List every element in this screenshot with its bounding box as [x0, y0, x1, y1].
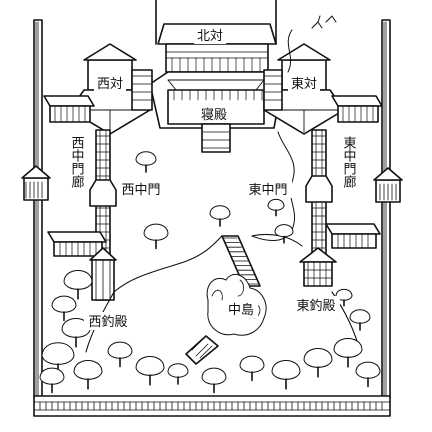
kitanotai-building: [155, 0, 277, 73]
diagram-labels: 北対 西対 東対 寝殿 西中門廊 東中門廊 西中門 東中門 西釣殿 東釣殿 中島: [67, 26, 356, 330]
label-higashi-chumon: 東中門: [248, 182, 287, 198]
label-nishi-chumon: 西中門: [121, 183, 160, 198]
label-higashi-tsuridono: 東釣殿: [296, 298, 335, 314]
west-connector-gallery: [131, 69, 153, 111]
west-outer-wing: [43, 95, 95, 123]
label-nishi-tsuridono: 西釣殿: [88, 314, 127, 330]
west-fishing-pavilion: [89, 247, 117, 301]
birds: [311, 15, 337, 29]
east-wall-gate: [373, 167, 403, 203]
east-connector-gallery: [263, 69, 283, 111]
label-nishinotai: 西対: [97, 77, 123, 92]
south-bridge: [185, 335, 219, 365]
perimeter-wall: [33, 19, 391, 417]
label-kitanotai: 北対: [197, 29, 223, 44]
label-nishi-chumon-ro: 西中門廊: [69, 136, 85, 188]
east-fishing-pavilion: [299, 247, 337, 287]
label-shinden: 寝殿: [201, 107, 227, 123]
label-higashinotai: 東対: [291, 76, 317, 92]
garden-trees: [39, 151, 381, 394]
east-lower-wing: [325, 223, 381, 249]
label-higashi-chumon-ro: 東中門廊: [341, 135, 357, 188]
west-wall-gate: [21, 165, 51, 201]
east-outer-wing: [331, 95, 383, 123]
garden-stream: [251, 29, 296, 241]
west-lower-wing: [47, 231, 107, 257]
north-arched-bridge: [221, 235, 261, 287]
label-nakajima: 中島: [228, 303, 254, 318]
